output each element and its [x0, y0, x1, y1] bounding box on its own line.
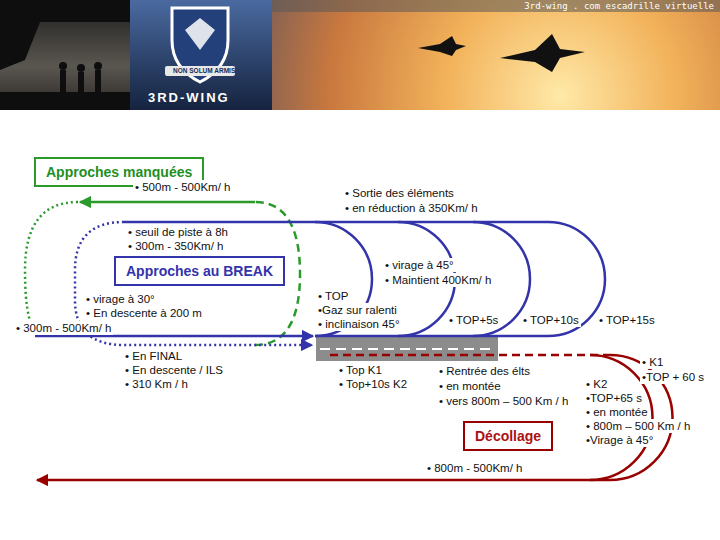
- takeoff-run: [330, 354, 610, 357]
- site-logo-text: 3RD-WING: [146, 90, 232, 105]
- silhouettes: [0, 0, 130, 110]
- section-title: Décollage: [475, 428, 541, 444]
- initial-approach: [35, 335, 313, 338]
- note-label: • 800m - 500Km/ h: [425, 461, 524, 475]
- section-title: Approches manquées: [46, 164, 192, 180]
- sky-panel: [272, 0, 720, 110]
- banner-text: 3rd-wing . com escadrille virtuelle: [522, 1, 716, 12]
- note-label: • en montée: [584, 405, 650, 419]
- note-label: • vers 800m – 500 Km / h: [437, 394, 570, 408]
- runway: [316, 337, 498, 361]
- note-label: • 500m - 500Km/ h: [133, 180, 232, 194]
- note-label: • 300m - 350Km/ h: [126, 239, 225, 253]
- missed-approach-turn: [25, 202, 78, 334]
- runway-centerline: [320, 348, 495, 350]
- section-title: Approches au BREAK: [126, 263, 273, 279]
- note-label: •Virage à 45°: [584, 433, 655, 447]
- logo-panel: [130, 0, 272, 110]
- note-label: • 300m - 500Km/ h: [14, 321, 113, 335]
- photo-panel: [0, 0, 130, 110]
- note-label: •TOP+65 s: [584, 391, 644, 405]
- note-label: • TOP+15s: [597, 313, 657, 327]
- section-title-box: Approches au BREAK: [114, 256, 285, 286]
- note-label: • Rentrée des élts: [437, 364, 532, 378]
- note-label: • virage à 30°: [84, 292, 157, 306]
- note-label: • Top K1: [337, 363, 384, 377]
- note-label: • Top+10s K2: [337, 377, 409, 391]
- note-label: •TOP + 60 s: [640, 370, 706, 384]
- note-label: • 310 Km / h: [123, 377, 190, 391]
- departure-leg: [37, 479, 610, 482]
- section-title-box: Décollage: [463, 421, 553, 451]
- note-label: • K1: [640, 355, 665, 369]
- top-strip: [272, 0, 720, 12]
- note-label: • Maintient 400Km/ h: [383, 273, 493, 287]
- note-label: • En descente à 200 m: [84, 306, 204, 320]
- note-label: • K2: [584, 377, 609, 391]
- note-label: • seuil de piste à 8h: [126, 225, 230, 239]
- missed-approach-leg: [80, 201, 255, 204]
- break-turns: [315, 222, 605, 336]
- note-label: • 800m – 500 Km / h: [584, 419, 692, 433]
- note-label: •Gaz sur ralenti: [316, 303, 399, 317]
- note-label: • TOP+10s: [521, 313, 581, 327]
- note-label: • virage à 45°: [383, 258, 456, 272]
- note-label: • en réduction à 350Km/ h: [343, 201, 480, 215]
- note-label: • En descente / ILS: [123, 363, 225, 377]
- note-label: • TOP+5s: [447, 313, 500, 327]
- note-label: • TOP: [316, 289, 350, 303]
- note-label: • Sortie des éléments: [343, 186, 456, 200]
- note-label: • En FINAL: [123, 349, 184, 363]
- note-label: • en montée: [437, 379, 503, 393]
- note-label: • inclinaison 45°: [316, 317, 402, 331]
- jets: [418, 34, 585, 72]
- emblem: [185, 18, 215, 50]
- motto: NON SOLUM ARMIS: [171, 67, 237, 75]
